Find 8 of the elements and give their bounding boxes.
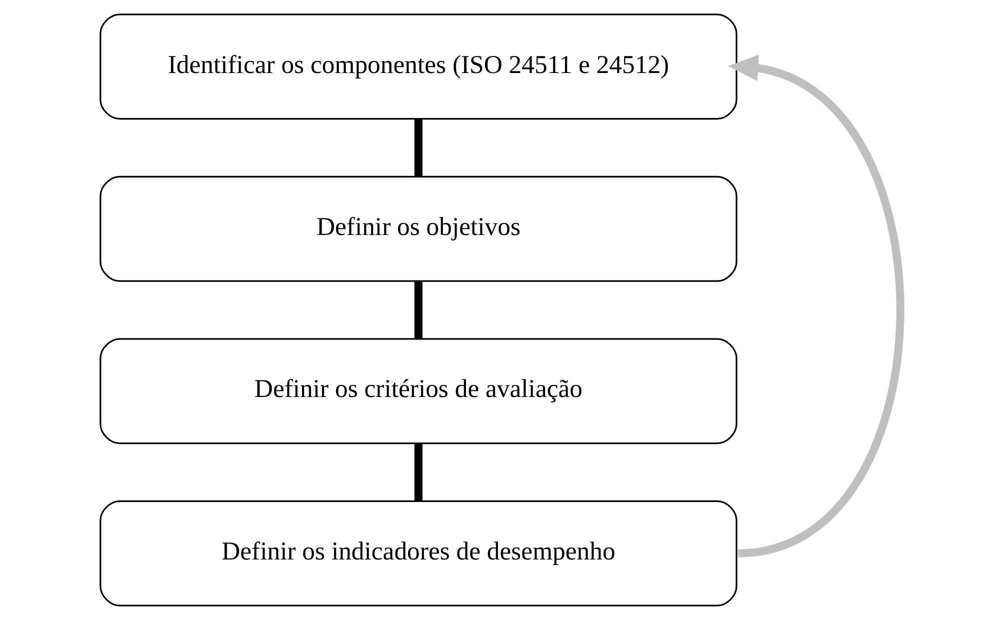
node-box: Definir os objetivos: [99, 176, 737, 282]
node-box: Definir os indicadores de desempenho: [99, 500, 737, 606]
node-box: Definir os critérios de avaliação: [99, 338, 737, 444]
connector: [414, 119, 422, 176]
connector: [414, 281, 422, 339]
connector: [414, 443, 422, 501]
arrow: [728, 54, 904, 558]
node-box: Identificar os componentes (ISO 24511 e 24512): [99, 14, 737, 120]
